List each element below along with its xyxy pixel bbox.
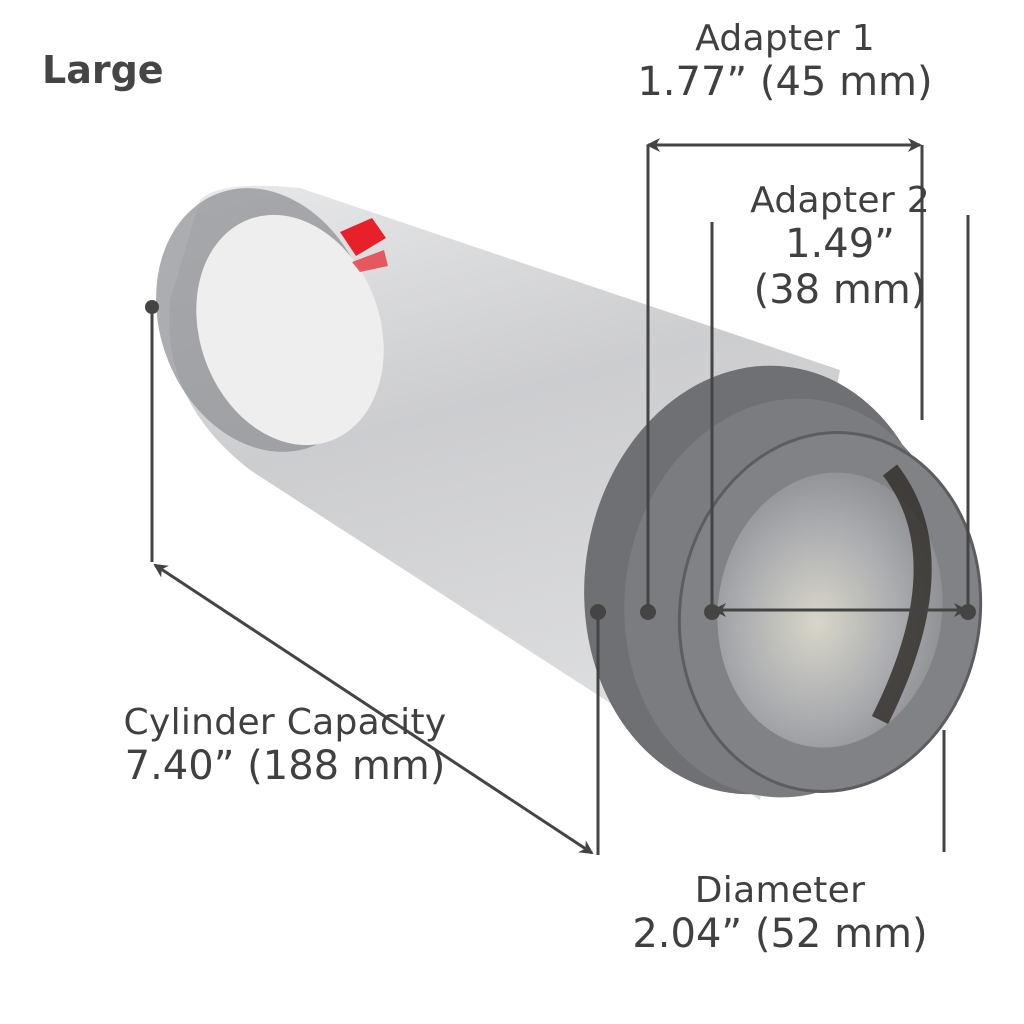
adapter2-label: Adapter 2 1.49” (38 mm) [725,180,955,313]
adapter1-inches: 1.77” [637,59,748,105]
dimension-lines [150,138,970,855]
size-title: Large [42,48,164,92]
dimension-dots [145,300,976,620]
adapter2-mm: (38 mm) [753,267,927,313]
cylinder-capacity-name: Cylinder Capacity [123,702,447,743]
diameter-mm: (52 mm) [754,911,928,957]
diameter-name: Diameter [694,870,866,911]
diameter-label: Diameter 2.04” (52 mm) [615,870,945,957]
adapter1-label: Adapter 1 1.77” (45 mm) [620,18,950,105]
adapter1-mm: (45 mm) [759,59,933,105]
adapter2-inches: 1.49” [785,221,895,267]
adapter2-name: Adapter 2 [750,180,930,221]
adapter1-name: Adapter 1 [695,18,875,59]
cylinder-capacity-value: 7.40” (188 mm) [85,743,485,789]
adapter1-value: 1.77” (45 mm) [620,59,950,105]
diameter-inches: 2.04” [632,911,743,957]
cylinder-capacity-mm: (188 mm) [247,743,446,789]
cylinder-capacity-inches: 7.40” [124,743,235,789]
diameter-value: 2.04” (52 mm) [615,911,945,957]
cylinder-capacity-label: Cylinder Capacity 7.40” (188 mm) [85,702,485,789]
